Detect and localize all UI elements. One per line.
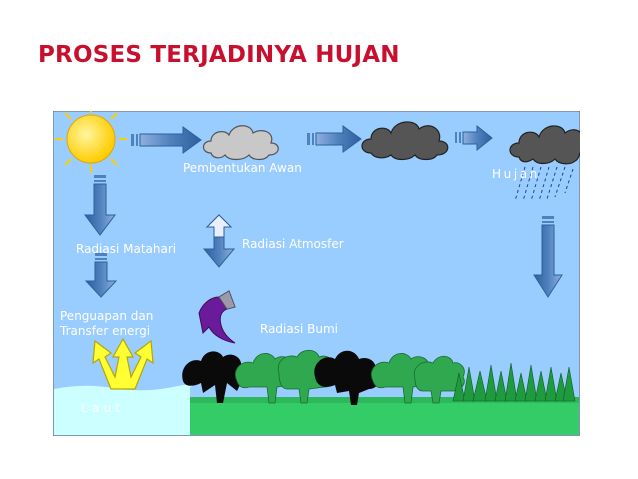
dark-trees-left [182, 351, 247, 403]
arrow-earth-radiation [198, 290, 236, 344]
label-earth-radiation: Radiasi Bumi [260, 322, 338, 336]
label-solar-radiation: Radiasi Matahari [76, 242, 177, 256]
arrow-sun-to-cloud [131, 126, 202, 154]
arrow-solar-radiation-upper [84, 175, 116, 236]
water-cycle-diagram [53, 111, 580, 436]
rain-cloud-icon [509, 125, 580, 202]
label-atmospheric-radiation: Radiasi Atmosfer [242, 237, 344, 251]
land [190, 401, 579, 435]
label-sea: Laut [81, 401, 125, 415]
arrow-atmospheric-radiation [202, 214, 236, 268]
sun-icon [55, 111, 127, 173]
slide-title: PROSES TERJADINYA HUJAN [38, 42, 400, 68]
green-trees-right [371, 353, 465, 404]
dark-cloud-icon [361, 121, 449, 161]
dark-trees-middle [314, 350, 380, 405]
arrow-solar-radiation-lower [84, 253, 118, 298]
sea [54, 384, 194, 435]
light-cloud-icon [202, 125, 279, 161]
label-evaporation: Penguapan dan Transfer energi [60, 309, 154, 338]
arrow-cloud-to-darkcloud [307, 125, 362, 153]
arrow-evaporation [92, 337, 154, 390]
arrow-darkcloud-to-rain [455, 124, 493, 152]
arrow-rain-down [533, 216, 563, 298]
pine-trees [452, 362, 576, 402]
label-rain: Hujan [492, 167, 540, 181]
label-cloud-formation: Pembentukan Awan [183, 161, 302, 175]
